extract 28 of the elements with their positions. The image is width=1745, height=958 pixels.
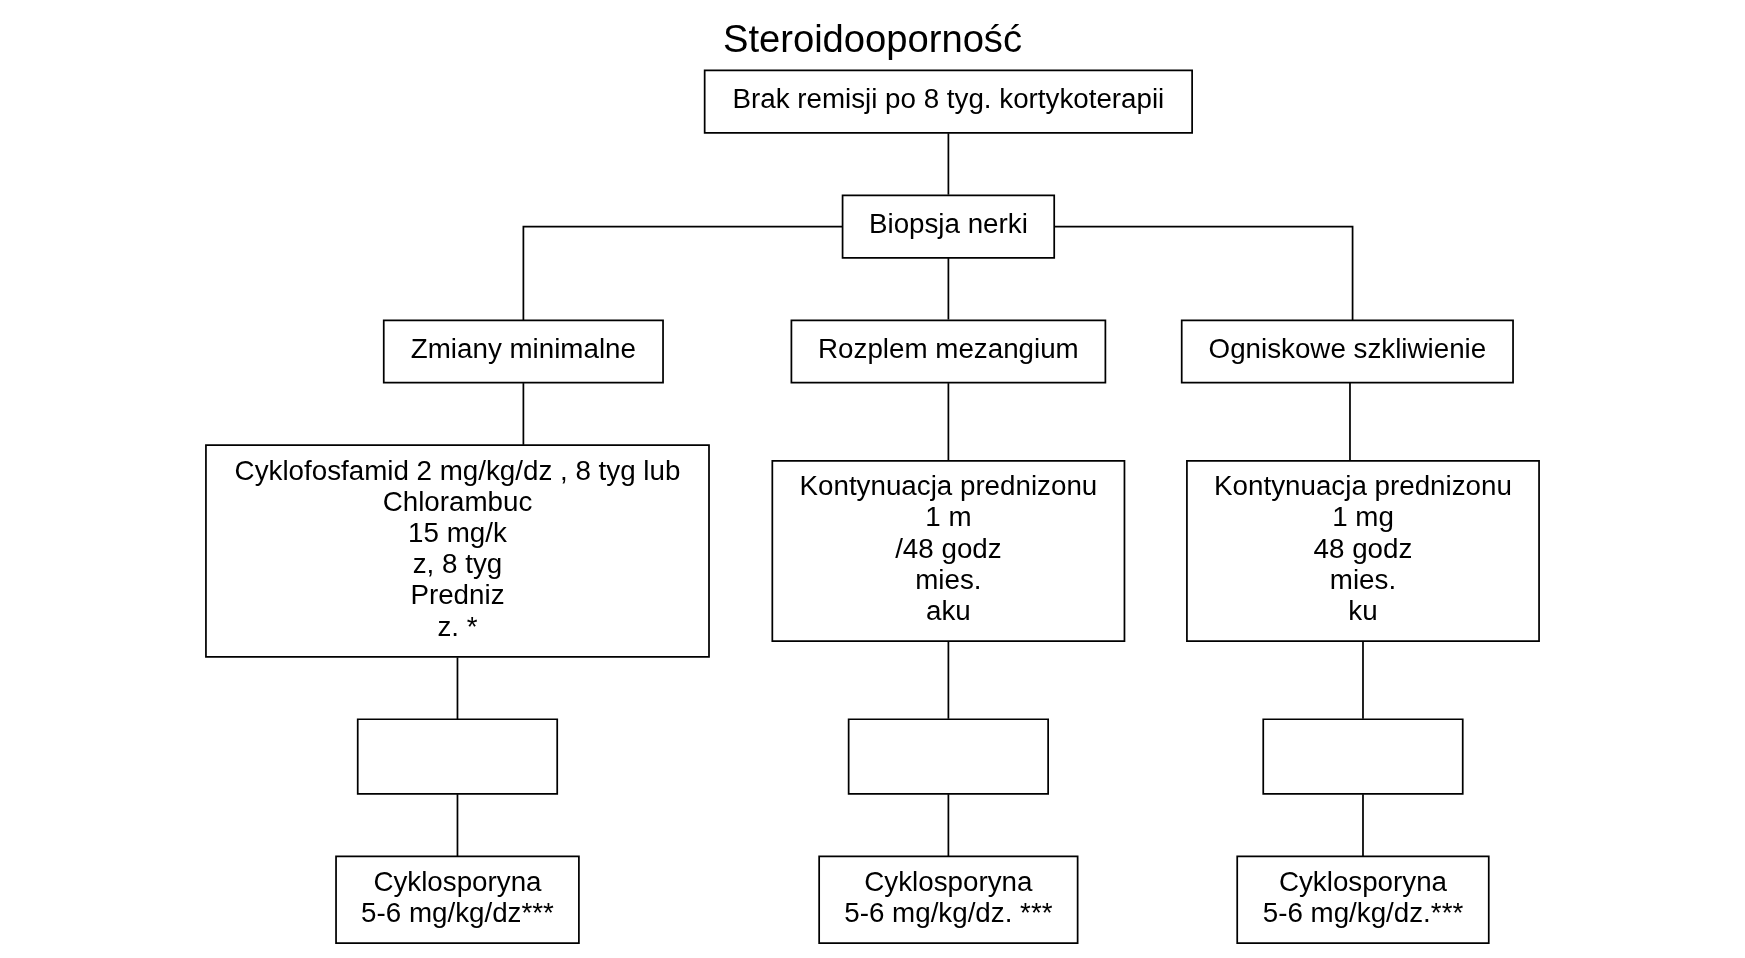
node-box <box>847 718 1049 795</box>
diagram-title: Steroidooporność <box>722 17 1023 61</box>
connector <box>456 656 459 720</box>
node-box: Rozplem mezangium <box>790 319 1107 384</box>
node-box: Ogniskowe szkliwienie <box>1180 319 1514 384</box>
node-box: Cyklosporyna 5-6 mg/kg/dz.*** <box>1236 855 1490 944</box>
connector <box>1053 225 1354 321</box>
node-box: Cyklosporyna 5-6 mg/kg/dz*** <box>335 855 580 944</box>
node-box: Brak remisji po 8 tyg. kortykoterapii <box>703 69 1193 134</box>
connector <box>947 640 950 720</box>
connector <box>1362 640 1364 720</box>
connector <box>947 257 950 321</box>
node-box: Cyklosporyna 5-6 mg/kg/dz. *** <box>818 855 1079 944</box>
connector <box>1362 793 1364 858</box>
node-box: Kontynuacja prednizonu 1 mg 48 godz mies. ku <box>1186 459 1540 643</box>
connector <box>522 225 844 321</box>
connector <box>456 793 459 858</box>
connector <box>522 382 525 446</box>
node-box: Zmiany minimalne <box>382 319 664 384</box>
node-box: Biopsja nerki <box>841 194 1056 259</box>
node-box <box>1262 718 1464 795</box>
connector <box>1349 382 1351 462</box>
connector <box>947 132 950 196</box>
connector <box>947 382 950 462</box>
connector <box>947 793 950 858</box>
node-box: Kontynuacja prednizonu 1 m /48 godz mies. aku <box>771 459 1126 643</box>
node-box <box>356 718 559 795</box>
node-box: Cyklofosfamid 2 mg/kg/dz , 8 tyg lub Chlorambuc 15 mg/k z, 8 tyg Predniz z. * <box>205 444 710 658</box>
